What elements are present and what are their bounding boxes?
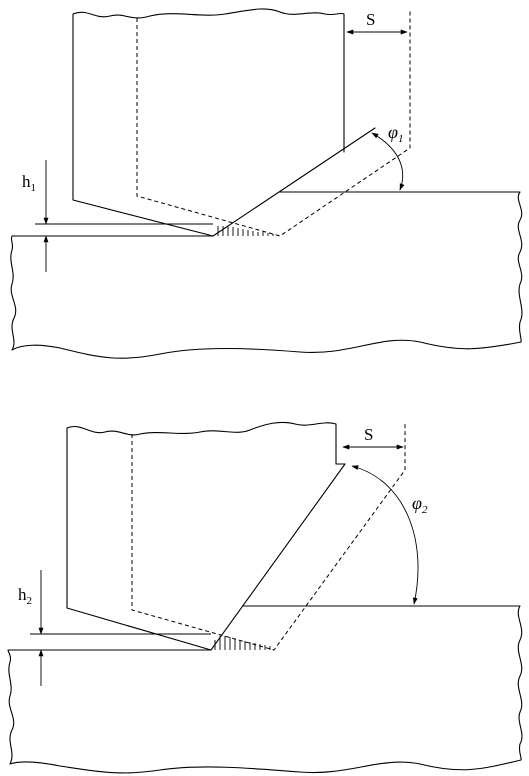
angle-arc-bottom bbox=[351, 465, 419, 605]
angle-label-bottom: φ2 bbox=[412, 493, 428, 516]
figure-bottom: S φ2 h2 bbox=[7, 421, 523, 774]
chip-hatch-top bbox=[217, 226, 274, 236]
workpiece-bottom bbox=[7, 605, 523, 774]
depth-label-top: h1 bbox=[22, 172, 36, 194]
depth-dimension-top bbox=[35, 160, 213, 272]
tool-shifted-outline-top bbox=[136, 10, 411, 237]
chip-hatch-bottom bbox=[214, 636, 271, 650]
tool-shifted-outline-bottom bbox=[131, 424, 406, 651]
cutting-tool-top bbox=[72, 8, 376, 237]
angle-arc-top bbox=[371, 132, 405, 191]
angle-label-top: φ1 bbox=[388, 122, 403, 145]
feed-label-top: S bbox=[366, 10, 375, 29]
depth-dimension-bottom bbox=[30, 570, 211, 686]
workpiece-top bbox=[10, 191, 523, 359]
depth-label-bottom: h2 bbox=[18, 585, 32, 607]
figure-top: S φ1 h1 bbox=[10, 8, 523, 359]
cutting-tool-bottom bbox=[66, 421, 346, 651]
feed-label-bottom: S bbox=[364, 425, 373, 444]
